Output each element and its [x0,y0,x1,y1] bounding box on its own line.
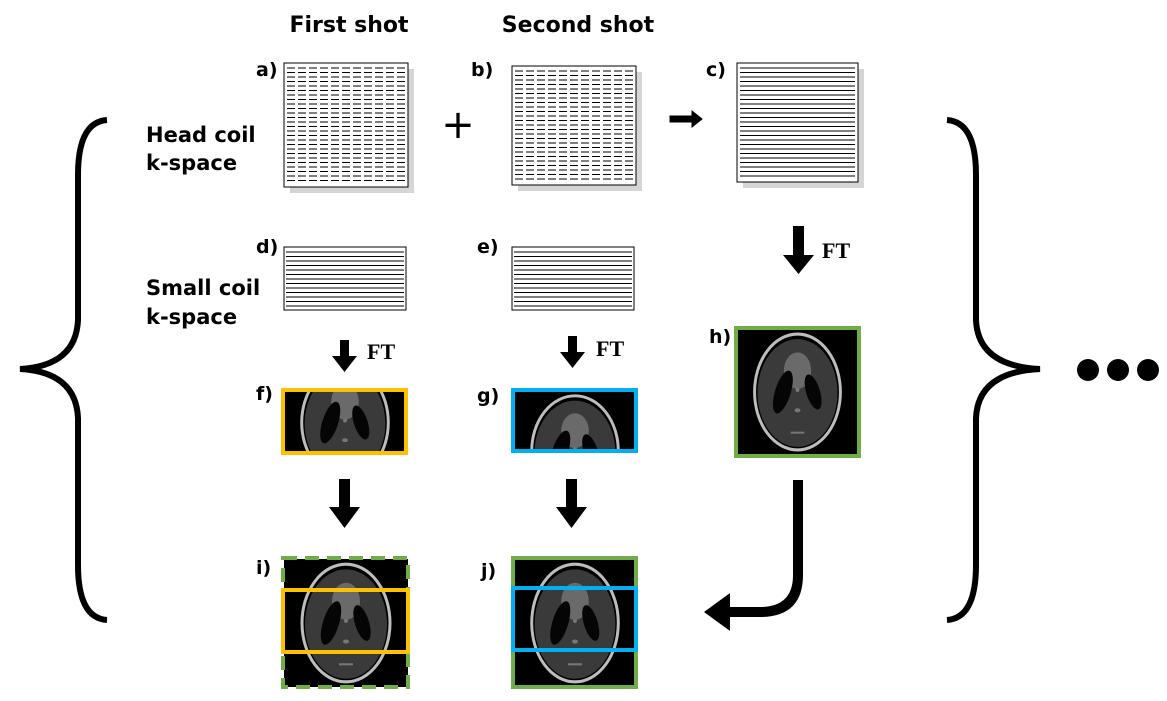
image-j-second-shot-recon [511,556,638,689]
ft-label-d-f: FT [367,339,395,364]
row-label-head-coil-kspace: k-space [146,151,237,175]
plus-operator: + [441,102,475,148]
panel-label-h: h) [709,326,731,348]
row-label-small-coil-kspace: k-space [146,305,237,329]
panel-label-d: d) [256,236,278,258]
panel-label-e: e) [477,236,499,258]
row-label-head-coil: Head coil [146,123,256,147]
ft-label-e-g: FT [596,336,624,361]
image-h-head-coil [734,326,861,458]
kspace-e-small-coil-second [511,246,635,311]
kspace-b-second-shot [511,65,642,191]
ft-arrow-down-icon [560,336,585,368]
panel-label-i: i) [256,557,271,579]
row-label-small-coil: Small coil [146,276,260,300]
arrow-down-icon [556,479,587,528]
right-brace [946,117,1041,623]
header-first-shot: First shot [289,13,409,38]
panel-label-g: g) [477,385,499,407]
panel-label-b: b) [471,59,493,81]
image-f-first-shot [281,388,408,455]
image-i-first-shot-recon [281,556,410,689]
panel-label-c: c) [706,59,726,81]
arrow-right-icon [669,109,703,129]
left-brace [19,117,108,623]
ft-arrow-down-icon [783,226,814,274]
ft-label-c-h: FT [822,238,850,263]
curved-arrow-icon [704,480,803,631]
ellipsis-icon [1077,359,1159,381]
kspace-a-first-shot [283,62,414,193]
kspace-c-combined [736,62,864,188]
panel-label-f: f) [256,383,273,405]
panel-label-j: j) [480,560,496,582]
header-second-shot: Second shot [502,13,655,38]
panel-label-a: a) [256,59,278,81]
ft-arrow-down-icon [332,340,357,372]
image-g-second-shot [511,388,638,453]
arrow-down-icon [329,479,360,528]
kspace-d-small-coil-first [283,246,407,311]
